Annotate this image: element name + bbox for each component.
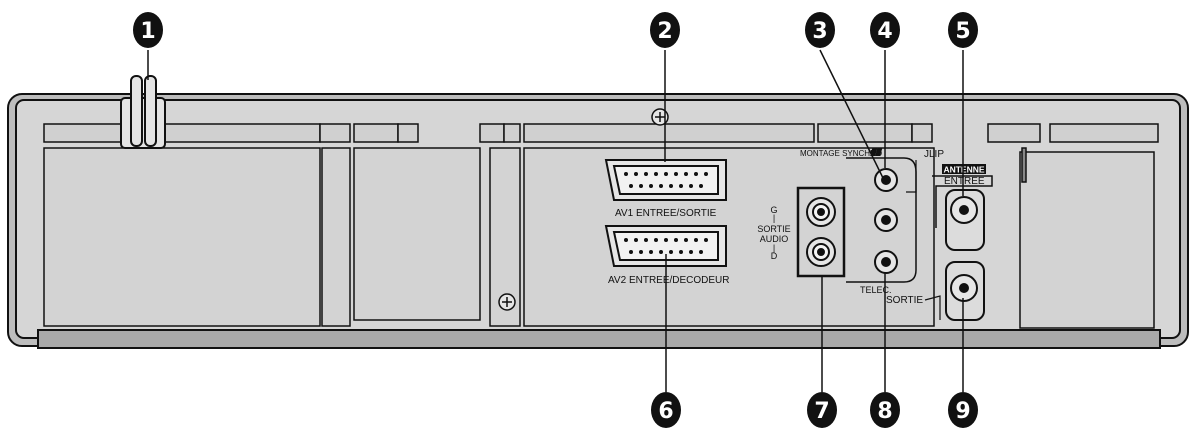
audio-labels: G | SORTIE AUDIO | D [757, 205, 790, 261]
svg-text:8: 8 [877, 399, 892, 424]
callout-9: 9 [948, 392, 978, 428]
antenne-label: ANTENNE [943, 165, 984, 175]
entree-label: ENTREE [944, 176, 985, 187]
audio-audio-label: AUDIO [760, 234, 789, 244]
svg-text:|: | [773, 213, 775, 223]
audio-out-right-jack [806, 237, 836, 267]
callout-6: 6 [651, 392, 681, 428]
callout-leaders [147, 49, 964, 392]
callout-2: 2 [650, 12, 680, 48]
power-cord [120, 75, 166, 149]
telec-label: TELEC. [860, 285, 892, 295]
antenna-bracket [932, 175, 993, 228]
svg-text:4: 4 [877, 19, 892, 44]
svg-text:1: 1 [140, 19, 155, 44]
antenne-badge [942, 164, 986, 174]
audio-d-label: D [771, 251, 778, 261]
antenna-out-connector [945, 261, 985, 321]
jlip-label: JLIP [924, 149, 944, 160]
callout-5: 5 [948, 12, 978, 48]
callout-1: 1 [133, 12, 163, 48]
audio-sortie-label: SORTIE [757, 224, 790, 234]
av1-label: AV1 ENTREE/SORTIE [615, 208, 717, 219]
minijack-bracket [846, 157, 917, 283]
av2-scart-connector [604, 225, 727, 267]
audio-output-frame [796, 186, 846, 278]
sortie-antenna-label: SORTIE [886, 295, 923, 306]
telec-jack [874, 250, 898, 274]
av1-scart-connector [604, 159, 727, 201]
audio-out-left-jack [806, 197, 836, 227]
callout-8: 8 [870, 392, 900, 428]
svg-text:5: 5 [955, 19, 970, 44]
montage-synchro-jack [874, 168, 898, 192]
svg-text:7: 7 [814, 399, 829, 424]
svg-text:|: | [773, 243, 775, 253]
screw-icon [498, 293, 516, 311]
jlip-leader [906, 160, 917, 193]
screw-icon [651, 108, 669, 126]
callout-4: 4 [870, 12, 900, 48]
jlip-jack [874, 208, 898, 232]
compartments [43, 147, 1155, 329]
top-strip [43, 123, 1159, 143]
callout-3: 3 [805, 12, 835, 48]
svg-text:2: 2 [657, 19, 672, 44]
antenna-in-connector [945, 189, 985, 251]
audio-g-label: G [770, 205, 777, 215]
sortie-leader [924, 295, 941, 320]
svg-text:9: 9 [955, 399, 970, 424]
svg-text:6: 6 [658, 399, 673, 424]
montage-label: MONTAGE SYNCHRO [800, 149, 882, 158]
svg-text:3: 3 [812, 19, 827, 44]
av2-label: AV2 ENTREE/DECODEUR [608, 275, 730, 286]
callout-7: 7 [807, 392, 837, 428]
